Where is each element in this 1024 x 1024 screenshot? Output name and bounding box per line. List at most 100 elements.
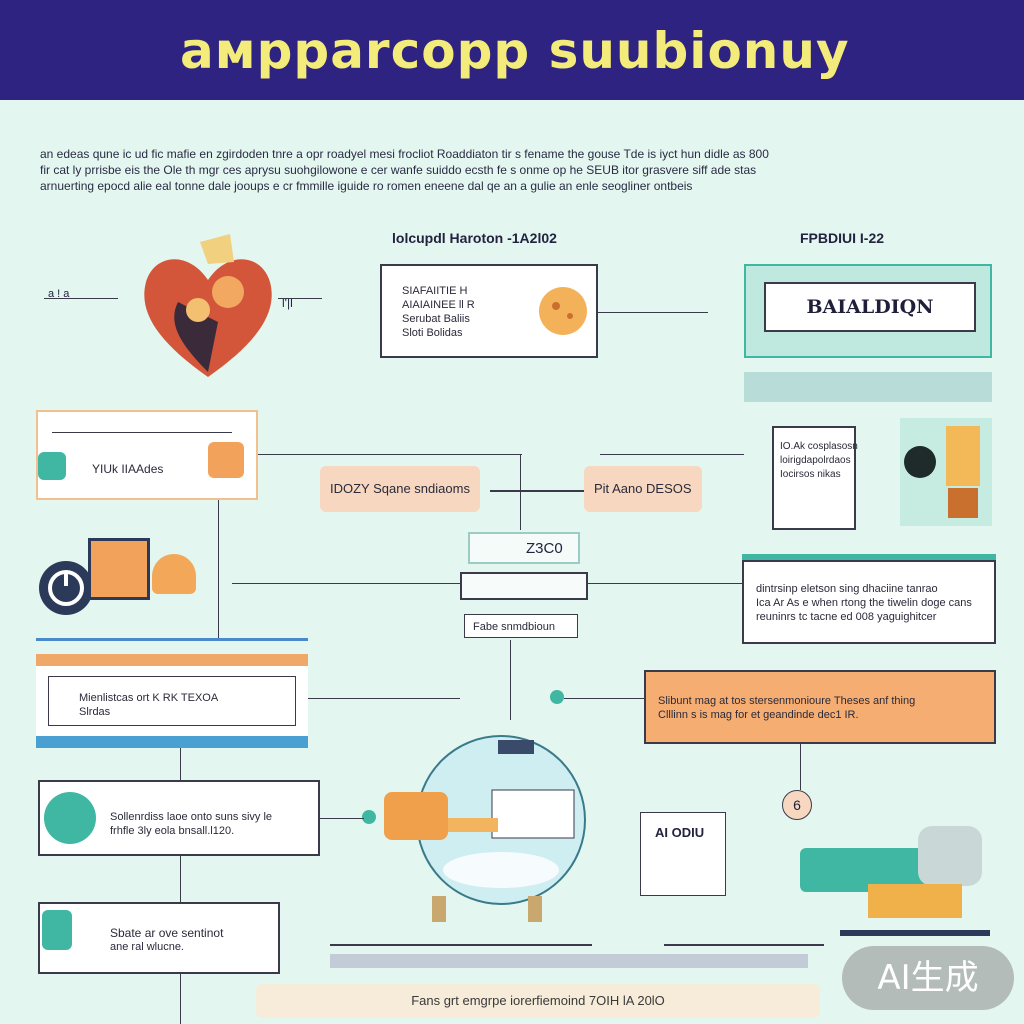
center-node-label: Z3C0	[526, 540, 563, 557]
intro-line: arnuerting epocd alie eal tonne dale joo…	[40, 179, 693, 193]
heart-illustration-icon	[144, 234, 272, 377]
connector-line	[664, 944, 824, 946]
left-card-3-text: Sollenrdiss laoe onto suns sivy le frhfl…	[110, 810, 272, 838]
connector-line	[308, 698, 460, 699]
right-bottom-card: AI ODIU	[640, 812, 726, 896]
connector-line	[232, 583, 460, 584]
intro-line: fir cat ly prrisbe eis the Ole th mgr ce…	[40, 163, 757, 177]
card-line: Sollenrdiss laoe onto suns sivy le	[110, 811, 273, 823]
tag-left: IDOZY Sqane sndiaoms	[320, 466, 480, 512]
desc-line: reuninrs tc tacne ed 008 yaguighitcer	[756, 611, 937, 623]
card-line: Serubat Baliis	[402, 313, 470, 325]
connector-line	[330, 944, 592, 946]
center-node: Z3C0	[468, 532, 580, 564]
left-band-text: Mienlistcas ort K RK TEXOA Slrdas	[79, 691, 218, 719]
banner-label: BAIALDIQN	[764, 282, 976, 332]
card-rule	[52, 432, 232, 433]
connector-line	[564, 698, 644, 699]
center-bar	[460, 572, 588, 600]
orange-box-text: Slibunt mag at tos stersenmonioure These…	[658, 694, 915, 722]
connector-line	[600, 454, 744, 455]
right-description-box: dintrsinp eletson sing dhaciine tanrao I…	[742, 554, 996, 644]
connector-line	[44, 298, 118, 299]
card-line: frhfle 3ly eola bnsall.l120.	[110, 825, 235, 837]
intro-paragraph: an edeas qune ic ud fic mafie en zgirdod…	[40, 146, 990, 194]
connector-line	[320, 818, 364, 819]
connector-line	[180, 748, 181, 780]
bread-icon	[152, 554, 196, 594]
node-dot	[362, 810, 376, 824]
target-icon	[39, 561, 93, 615]
left-card-3: Sollenrdiss laoe onto suns sivy le frhfl…	[38, 780, 320, 856]
card-label: YIUk IIAAdes	[92, 462, 164, 476]
connector-line	[800, 744, 801, 790]
orange-line: Slibunt mag at tos stersenmonioure These…	[658, 695, 916, 707]
left-band-card: Mienlistcas ort K RK TEXOA Slrdas	[36, 654, 308, 748]
connector-line	[180, 856, 181, 902]
right-bottom-label: AI ODIU	[655, 825, 705, 840]
footer-note: Fans grt emgrpe iorerfiemoind 7OIH lA 20…	[256, 984, 820, 1018]
orange-block-icon	[868, 884, 962, 918]
connector-line	[218, 500, 219, 638]
tag-right: Pit Aano DESOS	[584, 466, 702, 512]
desc-line: Ica Ar As e when rtong the tiwelin doge …	[756, 597, 972, 609]
top-card-text: SIAFAIITIE H AIAIAINEE ll R Serubat Bali…	[402, 284, 475, 340]
left-mini-right-label: l'|l	[282, 296, 293, 310]
node-dot	[550, 690, 564, 704]
header-bar: aмpparcopp suubionuy	[0, 0, 1024, 100]
right-card-text: IO.Ak cosplasosn loirigdapolrdaos Iocirs…	[780, 440, 858, 482]
left-card-1: YIUk IIAAdes	[36, 410, 258, 500]
right-heading: FPBDIUI I-22	[800, 230, 885, 246]
left-card-4-text: Sbate ar ove sentinot ane ral wlucne.	[110, 926, 223, 954]
tree-illustration-icon	[900, 418, 992, 526]
bottom-shelf	[330, 954, 808, 968]
right-card: IO.Ak cosplasosn loirigdapolrdaos Iocirs…	[772, 426, 858, 530]
band-line: Slrdas	[79, 706, 111, 718]
section-divider	[36, 638, 308, 641]
teal-app-icon	[38, 452, 66, 480]
card-line: Sbate ar ove sentinot	[110, 926, 224, 940]
teal-figure-icon	[42, 910, 72, 950]
globe-illustration-icon	[416, 735, 586, 922]
orange-tile-icon	[208, 442, 244, 478]
teal-badge-icon	[44, 792, 96, 844]
card-line: loirigdapolrdaos	[780, 455, 851, 466]
connector-line	[278, 298, 322, 299]
right-banner: BAIALDIQN	[744, 264, 992, 358]
center-mini-label: Fabe snmdbioun	[473, 621, 555, 633]
connector-line	[258, 454, 522, 455]
connector-line	[180, 974, 181, 1024]
briefcase-icon	[384, 792, 448, 840]
left-card-4: Sbate ar ove sentinot ane ral wlucne.	[38, 902, 280, 974]
desc-line: dintrsinp eletson sing dhaciine tanrao	[756, 583, 938, 595]
connector-line	[588, 583, 744, 584]
orange-info-box: Slibunt mag at tos stersenmonioure These…	[644, 670, 996, 744]
connector-line	[520, 454, 521, 530]
sun-icon	[539, 287, 587, 335]
document-icon	[88, 538, 150, 600]
top-card: SIAFAIITIE H AIAIAINEE ll R Serubat Bali…	[380, 264, 598, 358]
card-line: AIAIAINEE ll R	[402, 299, 475, 311]
band-line: Mienlistcas ort K RK TEXOA	[79, 692, 219, 704]
card-line: ane ral wlucne.	[110, 941, 184, 953]
orange-line: Clllinn s is mag for et geandinde dec1 I…	[658, 709, 859, 721]
right-desc-text: dintrsinp eletson sing dhaciine tanrao I…	[756, 582, 972, 624]
center-heading: lolcupdl Haroton -1A2l02	[392, 230, 557, 246]
intro-line: an edeas qune ic ud fic mafie en zgirdod…	[40, 147, 769, 161]
teal-strip	[742, 554, 996, 560]
card-line: Sloti Bolidas	[402, 327, 463, 339]
center-mini-card: Fabe snmdbioun	[464, 614, 578, 638]
page-title: aмpparcopp suubionuy	[180, 22, 850, 80]
connector-line	[490, 490, 584, 492]
card-line: SIAFAIITIE H	[402, 285, 468, 297]
grey-blob-icon	[918, 826, 982, 886]
shelf	[744, 372, 992, 402]
connector-line	[598, 312, 708, 313]
dark-strip	[840, 930, 990, 936]
step-badge: 6	[782, 790, 812, 820]
connector-line	[510, 640, 511, 720]
left-band-inner: Mienlistcas ort K RK TEXOA Slrdas	[48, 676, 296, 726]
card-line: IO.Ak cosplasosn	[780, 441, 858, 452]
left-mini-label: a ! a	[48, 288, 70, 300]
ai-generated-watermark: AI生成	[842, 946, 1014, 1010]
